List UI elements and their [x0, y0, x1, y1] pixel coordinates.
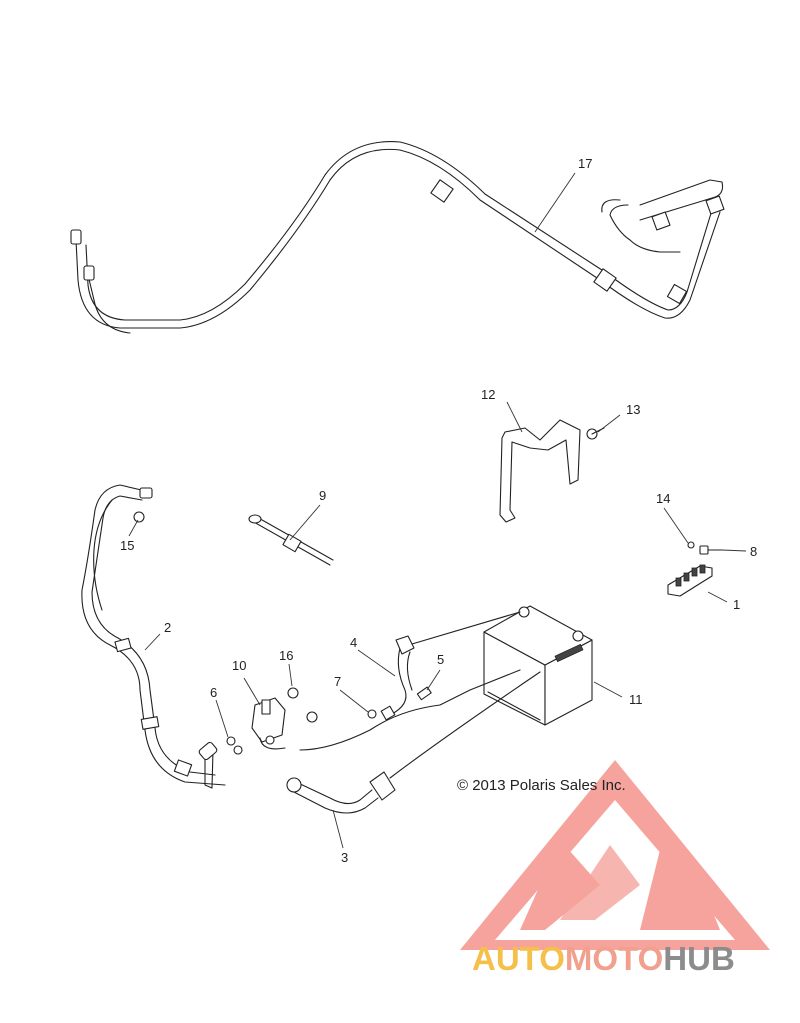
callout-9: 9: [319, 488, 326, 503]
callout-13: 13: [626, 402, 640, 417]
part-14-screw: [687, 541, 695, 549]
callout-12: 12: [481, 387, 495, 402]
part-8-bolt: [699, 545, 723, 555]
part-10-solenoid: [251, 697, 286, 750]
watermark-moto: MOTO: [565, 940, 663, 977]
callout-7: 7: [334, 674, 341, 689]
part-16-nut: [287, 687, 318, 723]
callout-15: 15: [120, 538, 134, 553]
callout-1: 1: [733, 597, 740, 612]
cable-2: [81, 484, 226, 789]
cable-4: [380, 611, 521, 721]
cable-17: [70, 141, 725, 334]
callout-3: 3: [341, 850, 348, 865]
callout-4: 4: [350, 635, 357, 650]
watermark-text: AUTOMOTOHUB: [472, 940, 735, 977]
callout-11: 11: [629, 692, 643, 707]
watermark-hub: HUB: [663, 940, 735, 977]
cable-3: [286, 669, 541, 814]
copyright-text: © 2013 Polaris Sales Inc.: [457, 777, 626, 794]
part-7-nut: [367, 709, 377, 719]
part-12-bracket: [499, 419, 581, 523]
callout-labels: 17 12 13 9 15 14 8 1 2 4 5 16 10 11 7 6 …: [120, 156, 757, 865]
watermark-logo-icon: [460, 760, 770, 950]
part-6-nut: [226, 736, 243, 755]
part-5-bolt: [416, 686, 432, 701]
callout-6: 6: [210, 685, 217, 700]
callout-17: 17: [578, 156, 592, 171]
callout-8: 8: [750, 544, 757, 559]
callout-5: 5: [437, 652, 444, 667]
watermark-auto: AUTO: [472, 940, 565, 977]
part-15-nut: [133, 511, 145, 523]
callout-10: 10: [232, 658, 246, 673]
callout-2: 2: [164, 620, 171, 635]
callout-16: 16: [279, 648, 293, 663]
part-1-terminal-block: [667, 564, 713, 597]
callout-14: 14: [656, 491, 670, 506]
leader-lines: [128, 172, 747, 849]
part-9-cable-tie: [248, 514, 334, 566]
svg-text:AUTOMOTOHUB: AUTOMOTOHUB: [472, 940, 735, 977]
part-11-battery: [483, 605, 593, 726]
